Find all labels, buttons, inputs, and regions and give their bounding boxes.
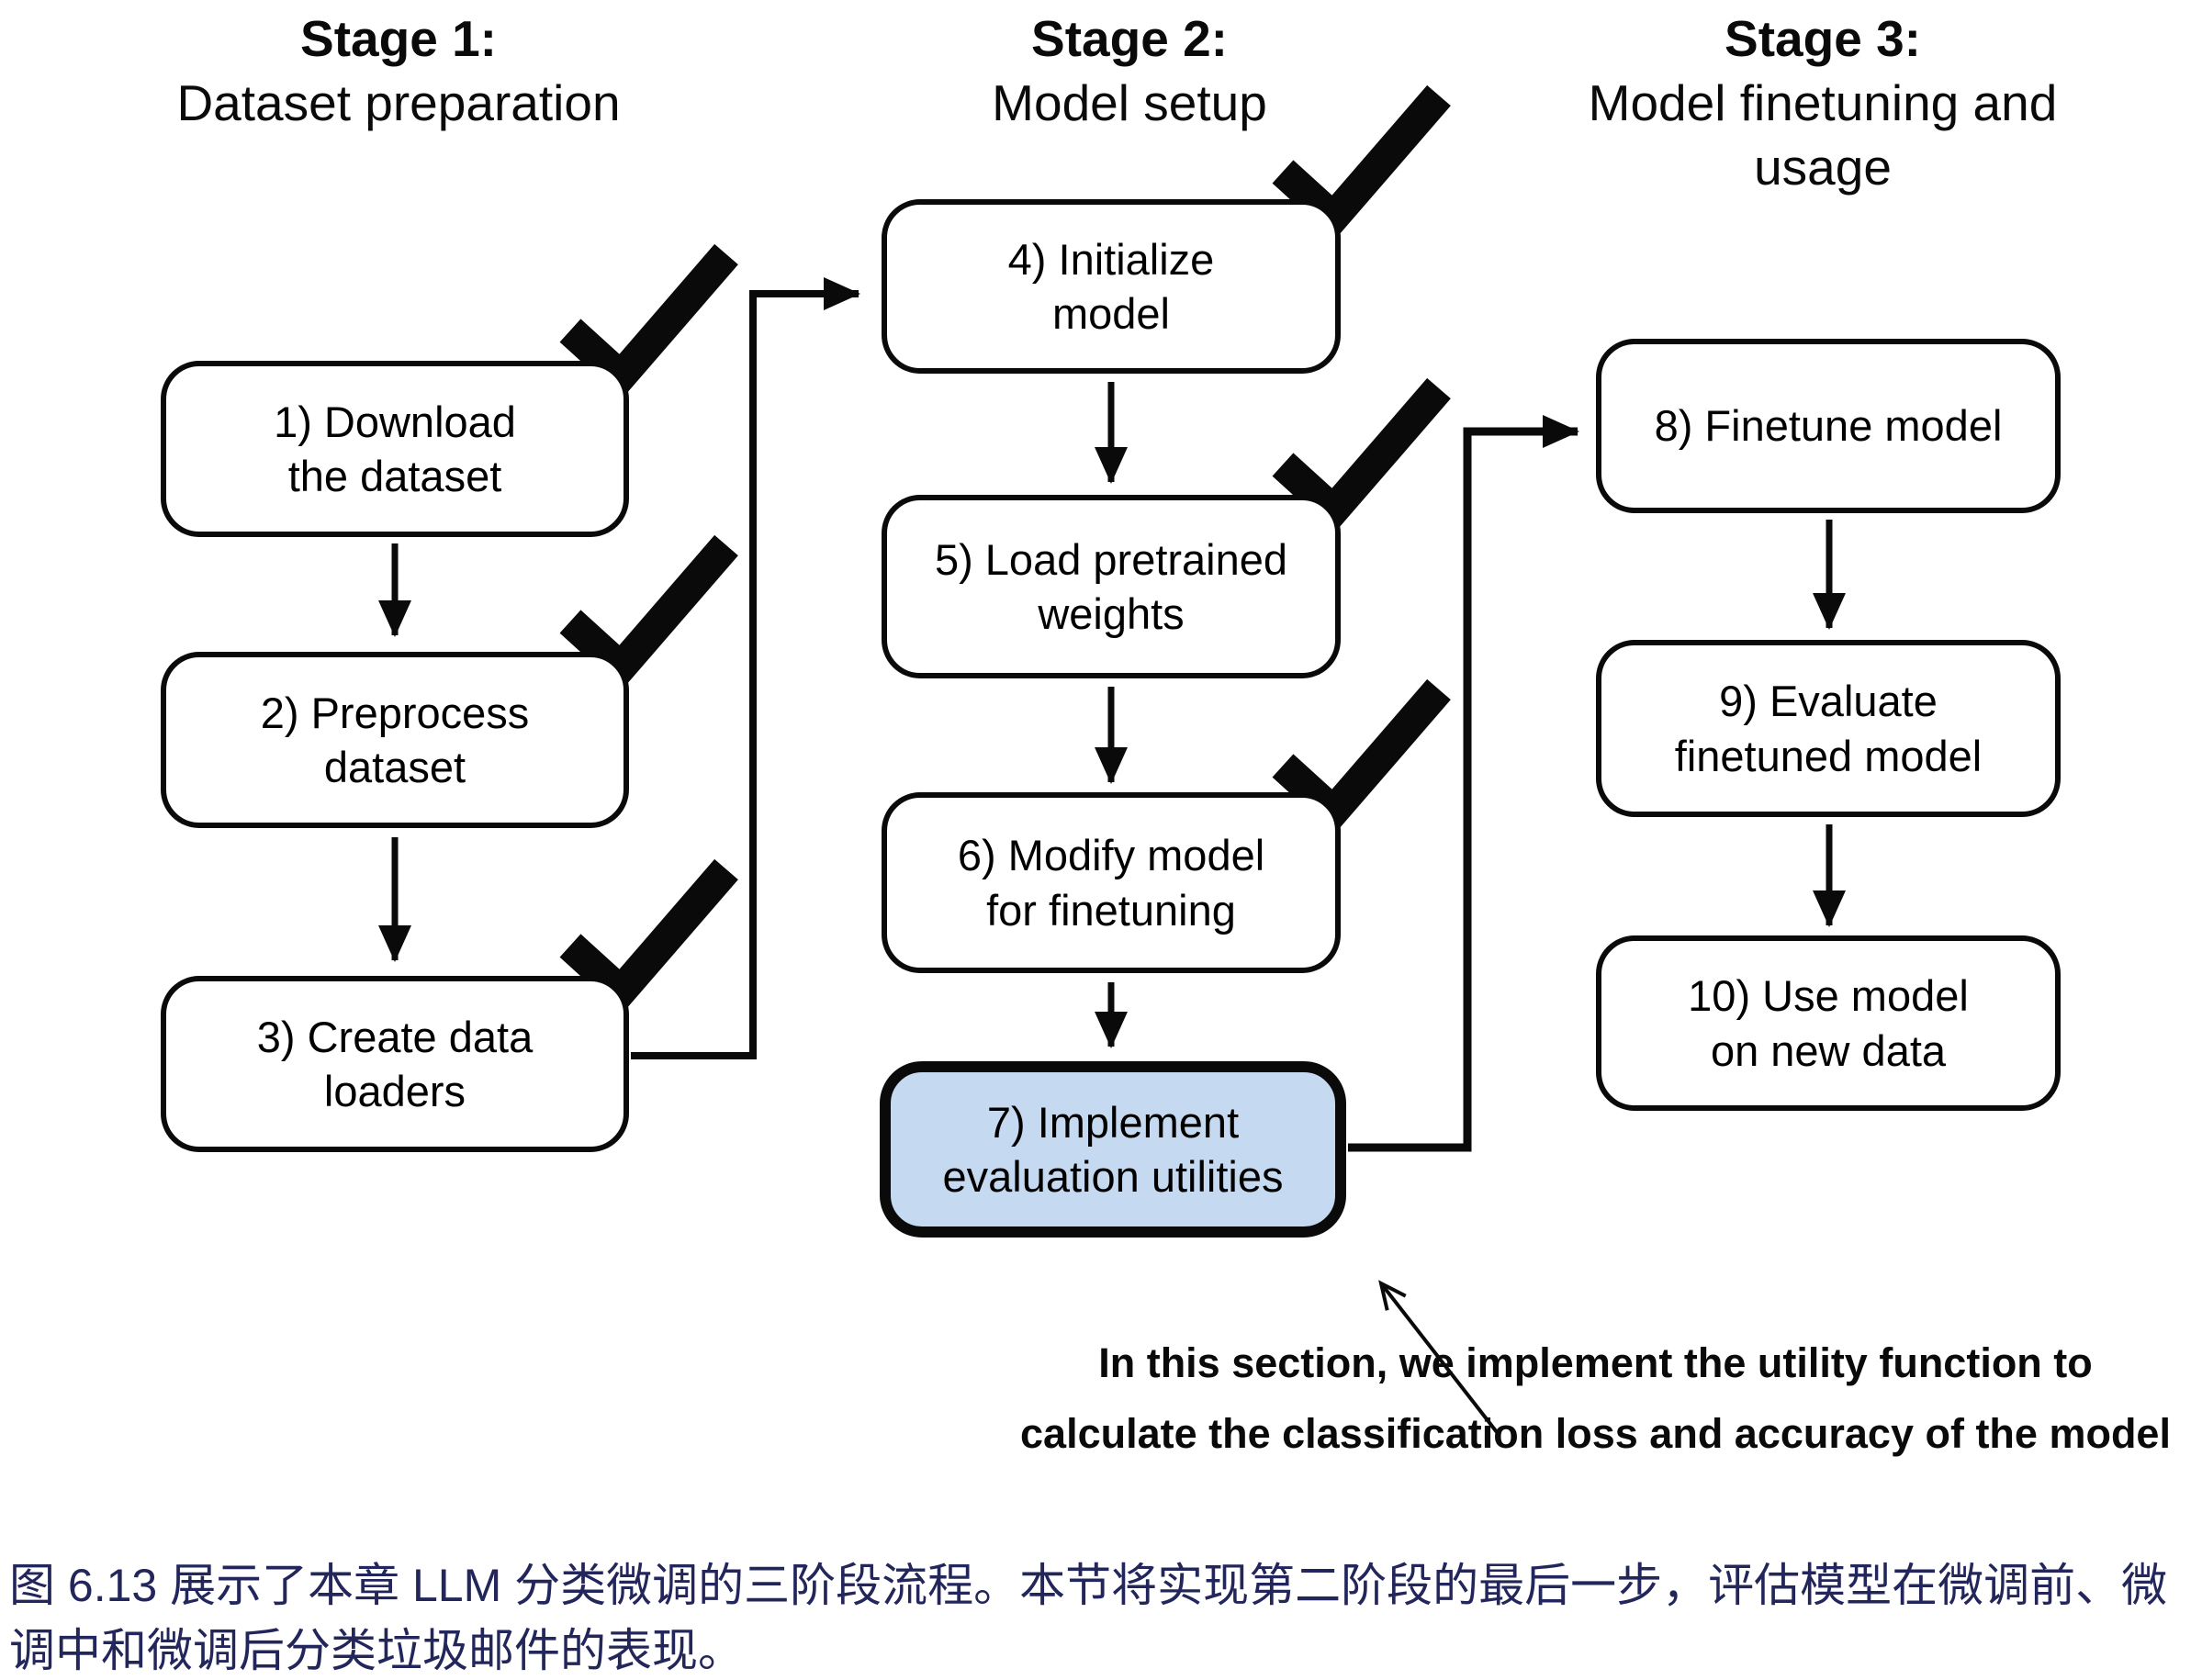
stage-1-subtitle: Dataset preparation	[176, 73, 621, 131]
flow-box-7-implement-evaluation-utilities: 7) Implement evaluation utilities	[880, 1061, 1346, 1238]
stage-2-label: Stage 2:	[1031, 10, 1228, 67]
flow-box-5-load-pretrained-weights: 5) Load pretrained weights	[882, 495, 1341, 678]
annotation-arrow	[1378, 1280, 1499, 1434]
flow-box-6-modify-model: 6) Modify model for finetuning	[882, 792, 1341, 973]
flow-box-2-preprocess-dataset: 2) Preprocess dataset	[161, 652, 629, 828]
flow-box-1-download-dataset: 1) Download the dataset	[161, 361, 629, 537]
stage-2-title: Stage 2: Model setup	[854, 7, 1405, 136]
checkmark-icon-box2	[559, 534, 738, 690]
stage-1-title: Stage 1: Dataset preparation	[95, 7, 702, 136]
flow-box-8-finetune-model: 8) Finetune model	[1596, 339, 2061, 513]
figure-caption: 图 6.13 展示了本章 LLM 分类微调的三阶段流程。本节将实现第二阶段的最后…	[9, 1560, 2168, 1676]
stage-3-subtitle: Model finetuning and usage	[1588, 73, 2058, 196]
checkmark-icon-box3	[559, 858, 738, 1014]
elbow-box7-box8	[1348, 415, 1579, 1152]
checkmark-icon-box5	[1272, 377, 1451, 533]
checkmark-icon-box1	[559, 243, 738, 399]
annotation-text: In this section, we implement the utilit…	[1020, 1339, 2171, 1458]
stage-3-label: Stage 3:	[1725, 10, 1921, 67]
stage-2-subtitle: Model setup	[992, 73, 1267, 131]
stage-1-label: Stage 1:	[300, 10, 497, 67]
flow-box-9-evaluate-finetuned-model: 9) Evaluate finetuned model	[1596, 640, 2061, 817]
stage-3-title: Stage 3: Model finetuning and usage	[1556, 7, 2089, 200]
flow-box-10-use-model-new-data: 10) Use model on new data	[1596, 935, 2061, 1111]
elbow-box3-box4	[631, 277, 860, 1059]
flow-box-4-initialize-model: 4) Initialize model	[882, 199, 1341, 374]
flow-box-3-create-data-loaders: 3) Create data loaders	[161, 976, 629, 1152]
